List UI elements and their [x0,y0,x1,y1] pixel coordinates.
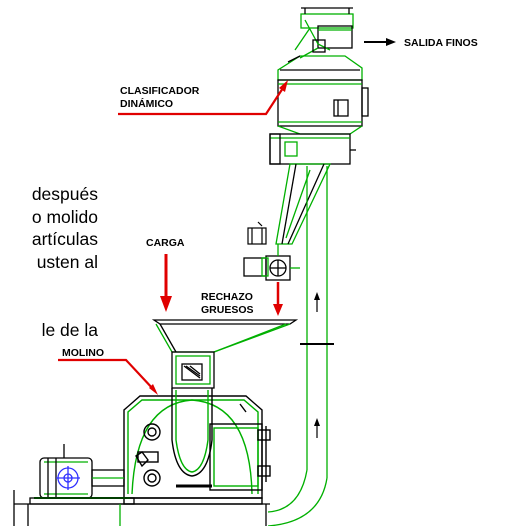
paragraph-line-2: o molido [31,206,98,227]
rechazo-label-line1: RECHAZO [201,291,253,303]
fines-outlet-fan [294,7,354,59]
cyclone-cone [275,163,332,245]
side-valve [247,221,267,245]
rechazo-arrow [273,282,283,316]
paragraph-line-4: usten al [36,251,98,272]
paragraph-line-1: después [31,184,98,204]
carga-label: CARGA [146,237,185,249]
foundation [13,490,270,526]
clasificador-callout [118,80,288,116]
carga-arrow [160,254,172,312]
molino-label: MOLINO [62,347,104,359]
duct-flow-arrow-upper [314,292,320,312]
paragraph-fragment: después o molido artículas usten al le d… [0,183,98,342]
molino-callout [58,358,158,395]
salida-finos-arrow [364,38,396,46]
paragraph-line-5: le de la [41,320,98,340]
feed-hopper [151,319,299,389]
duct-flow-arrow-lower [314,418,320,438]
motor [29,444,135,505]
clasificador-label-line1: CLASIFICADOR [120,85,200,97]
rotary-valve [243,244,300,281]
clasificador-label-line2: DINÁMICO [120,97,173,110]
mill-body [123,388,271,505]
return-duct [267,166,334,526]
salida-finos-label: SALIDA FINOS [404,37,478,49]
rechazo-label-line2: GRUESOS [201,304,254,316]
dynamic-classifier [269,55,369,165]
paragraph-line-3: artículas [31,229,98,249]
